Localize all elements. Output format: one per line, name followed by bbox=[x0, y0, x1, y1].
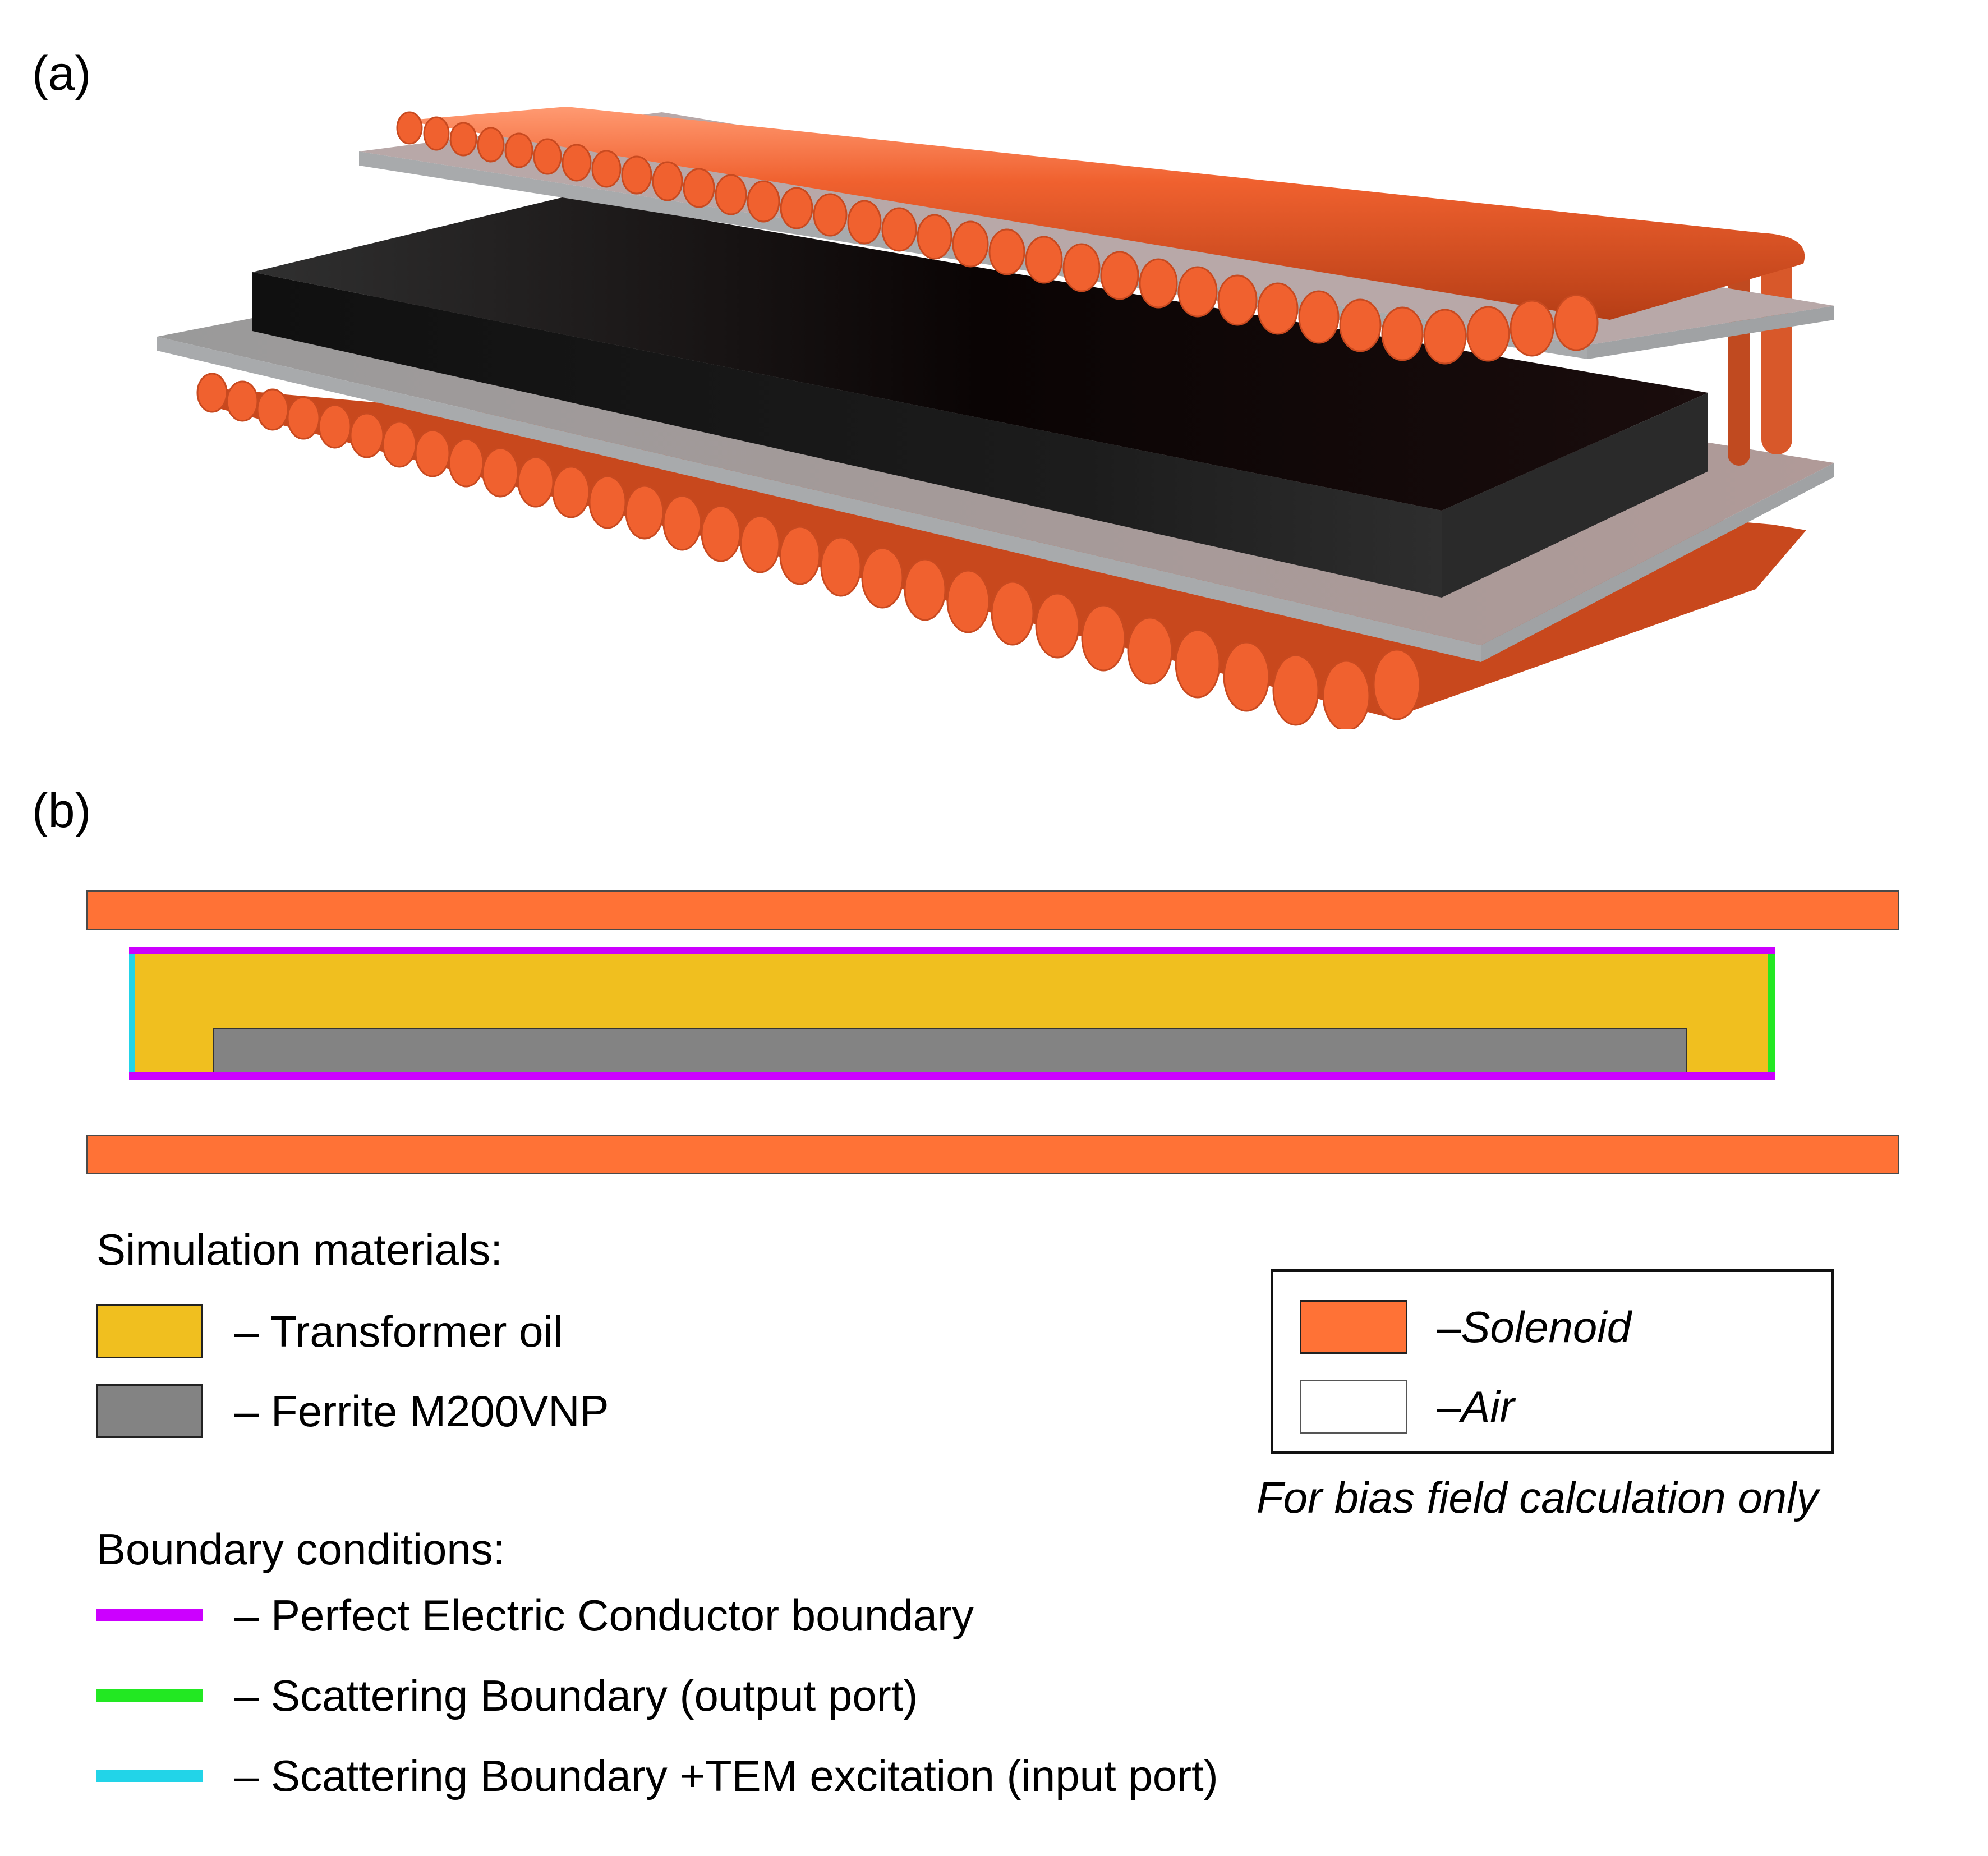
panel-label-b: (b) bbox=[32, 784, 91, 838]
input-port-swatch bbox=[96, 1770, 203, 1782]
solenoid-bottom-bar bbox=[86, 1135, 1899, 1174]
simulation-domain bbox=[129, 947, 1775, 1080]
solenoid-swatch bbox=[1300, 1300, 1407, 1354]
ferrite-slab-3d bbox=[252, 196, 1708, 598]
materials-legend-title: Simulation materials: bbox=[96, 1225, 503, 1274]
solenoid-top-bar bbox=[86, 890, 1899, 930]
legend-label-dash: – bbox=[1437, 1302, 1461, 1352]
legend-label: – Perfect Electric Conductor boundary bbox=[234, 1591, 974, 1640]
pec-boundary-bottom bbox=[129, 1072, 1775, 1080]
legend-label: Air bbox=[1461, 1382, 1515, 1431]
legend-item-pec-boundary: – Perfect Electric Conductor boundary bbox=[96, 1593, 974, 1637]
output-port-swatch bbox=[96, 1689, 203, 1702]
legend-label-dash: – bbox=[1437, 1382, 1461, 1431]
device-3d-render bbox=[157, 107, 1834, 729]
pec-boundary-swatch bbox=[96, 1609, 203, 1621]
top-coil bbox=[396, 107, 1805, 365]
legend-label: – Transformer oil bbox=[234, 1307, 563, 1356]
legend-item-air: – Air bbox=[1300, 1380, 1515, 1434]
air-swatch bbox=[1300, 1380, 1407, 1434]
panel-label-a: (a) bbox=[32, 47, 91, 100]
boundaries-legend-title: Boundary conditions: bbox=[96, 1524, 505, 1574]
legend-item-transformer-oil: – Transformer oil bbox=[96, 1304, 563, 1358]
legend-label: Solenoid bbox=[1461, 1302, 1631, 1352]
legend-label: – Scattering Boundary (output port) bbox=[234, 1671, 918, 1720]
legend-item-ferrite: – Ferrite M200VNP bbox=[96, 1384, 609, 1438]
bias-field-caption: For bias field calculation only bbox=[1257, 1473, 1819, 1522]
legend-item-input-port: – Scattering Boundary +TEM excitation (i… bbox=[96, 1754, 1218, 1798]
pec-boundary-top bbox=[129, 947, 1775, 954]
legend-item-solenoid: – Solenoid bbox=[1300, 1300, 1631, 1354]
output-port-boundary bbox=[1768, 954, 1775, 1072]
legend-label: – Ferrite M200VNP bbox=[234, 1386, 609, 1436]
ferrite-swatch bbox=[96, 1384, 203, 1438]
legend-label: – Scattering Boundary +TEM excitation (i… bbox=[234, 1751, 1218, 1800]
bias-field-legend-box: – Solenoid – Air bbox=[1271, 1269, 1834, 1454]
transformer-oil-swatch bbox=[96, 1304, 203, 1358]
input-port-boundary bbox=[129, 954, 135, 1072]
ferrite-region bbox=[213, 1028, 1687, 1073]
legend-item-output-port: – Scattering Boundary (output port) bbox=[96, 1674, 918, 1717]
